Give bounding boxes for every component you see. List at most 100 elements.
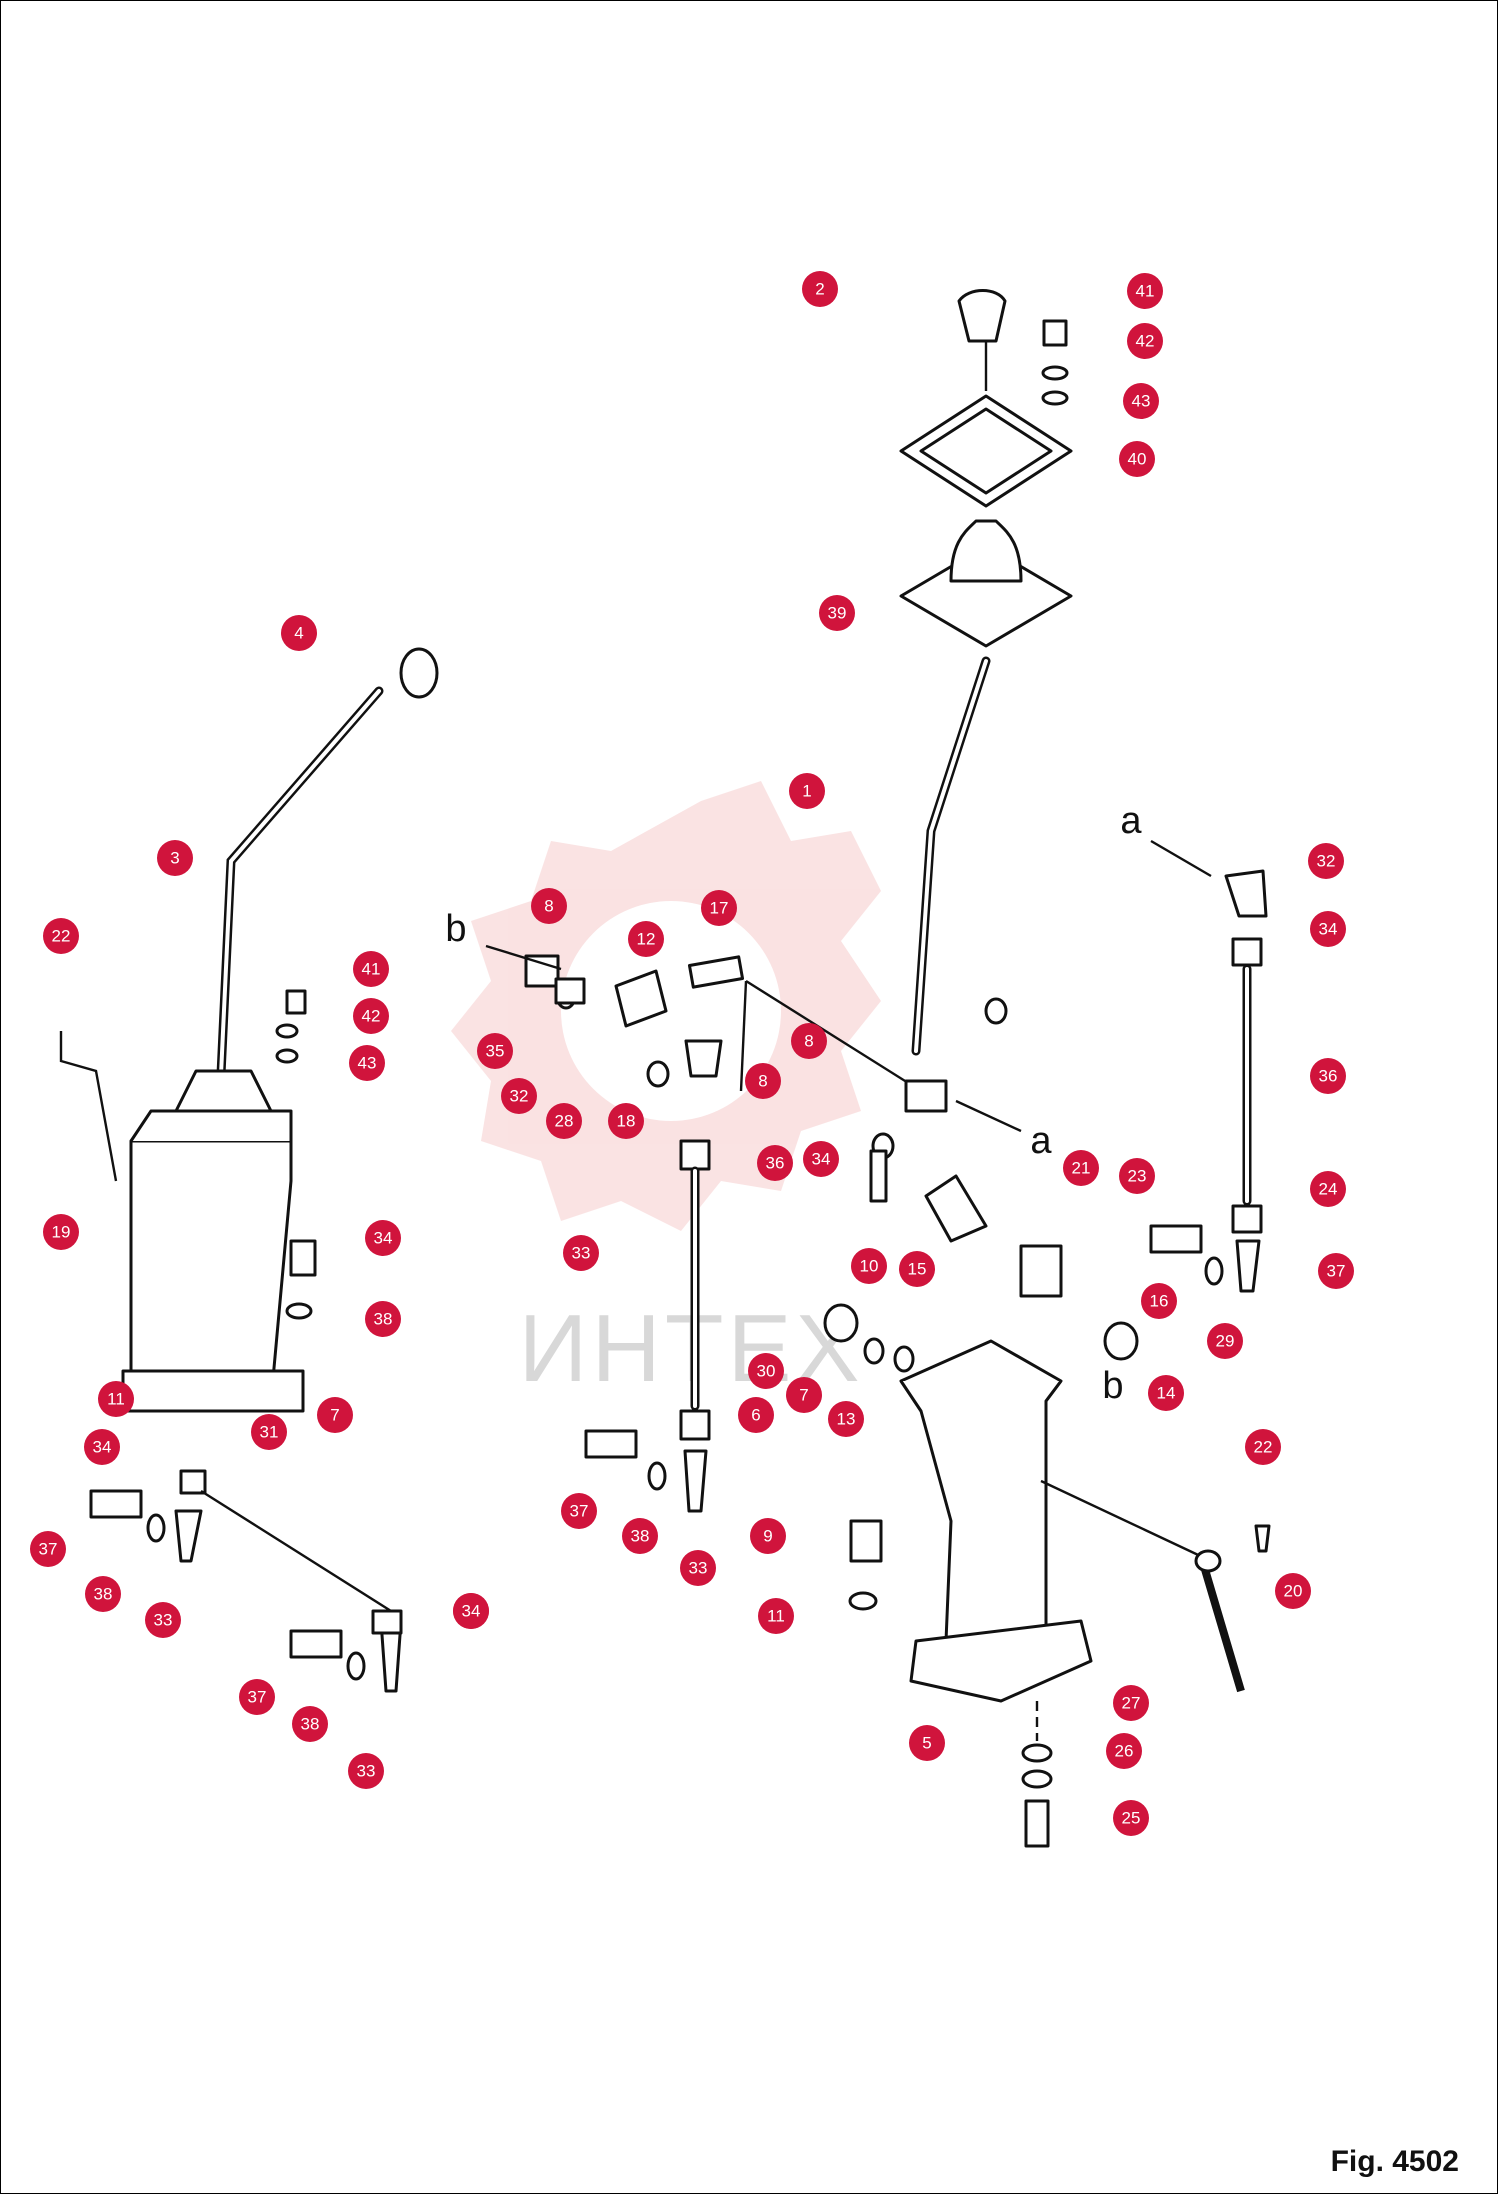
callout-13: 13 [828,1401,864,1437]
callout-number: 7 [799,1386,808,1405]
bellcrank-15-icon [924,1174,988,1243]
callout-34: 34 [453,1593,489,1629]
callout-number: 34 [1319,920,1338,939]
callout-circle [292,1706,328,1742]
callout-circle [1119,441,1155,477]
callout-24: 24 [1310,1171,1346,1207]
callout-number: 23 [1128,1167,1147,1186]
callout-15: 15 [899,1251,935,1287]
callout-circle [748,1353,784,1389]
callout-circle [786,1377,822,1413]
callout-7: 7 [786,1377,822,1413]
callout-34: 34 [365,1220,401,1256]
callout-circle [828,1401,864,1437]
callout-circle [1113,1800,1149,1836]
callout-number: 27 [1122,1694,1141,1713]
left-tower-body-icon [129,1139,293,1403]
callout-22: 22 [43,918,79,954]
callout-34: 34 [84,1429,120,1465]
callout-34: 34 [1310,911,1346,947]
bolt-9-icon [849,1519,883,1563]
callout-number: 7 [330,1406,339,1425]
callout-number: 33 [154,1611,173,1630]
callout-circle [1106,1733,1142,1769]
callout-22: 22 [1245,1429,1281,1465]
callout-circle [1148,1375,1184,1411]
bolt-37-center-icon [584,1429,638,1459]
callout-number: 38 [94,1585,113,1604]
callout-1: 1 [789,773,825,809]
callout-37: 37 [561,1493,597,1529]
callout-number: 31 [260,1423,279,1442]
callout-11: 11 [98,1381,134,1417]
ref-letter-a-center: a [1030,1120,1052,1162]
callout-circle [909,1725,945,1761]
callout-37: 37 [30,1531,66,1567]
callout-number: 39 [828,604,847,623]
callout-circle [1207,1323,1243,1359]
callout-circle [738,1397,774,1433]
callout-number: 38 [374,1310,393,1329]
callout-28: 28 [546,1103,582,1139]
callout-number: 8 [544,897,553,916]
callout-number: 4 [294,624,303,643]
callout-circle [30,1531,66,1567]
right-tower-base-plate-icon [909,1619,1093,1703]
callout-number: 18 [617,1112,636,1131]
callout-circle [1245,1429,1281,1465]
callout-number: 32 [1317,852,1336,871]
callout-number: 38 [631,1527,650,1546]
callout-circle [546,1103,582,1139]
callout-circle [349,1045,385,1081]
callout-number: 9 [763,1527,772,1546]
callout-circle [157,840,193,876]
callout-number: 35 [486,1042,505,1061]
callout-number: 22 [1254,1438,1273,1457]
callout-circle [1113,1685,1149,1721]
callout-circle [1127,273,1163,309]
callout-number: 34 [374,1229,393,1248]
callout-number: 34 [812,1150,831,1169]
right-rod-assembly [1149,869,1268,1293]
callout-number: 10 [860,1257,879,1276]
callout-circle [1318,1253,1354,1289]
callout-circle [1310,1171,1346,1207]
callout-circle [757,1145,793,1181]
callout-number: 32 [510,1087,529,1106]
callout-circle [628,921,664,957]
callout-circle [1123,383,1159,419]
lever-32-center-icon [684,1039,723,1078]
callout-number: 14 [1157,1384,1176,1403]
callout-number: 37 [248,1688,267,1707]
callout-circle [43,1214,79,1250]
callout-number: 29 [1216,1332,1235,1351]
callout-circle [791,1023,827,1059]
callout-number: 36 [1319,1067,1338,1086]
callout-3: 3 [157,840,193,876]
callout-number: 20 [1284,1582,1303,1601]
callout-35: 35 [477,1033,513,1069]
left-tower-base-plate-icon [121,1369,305,1413]
callout-32: 32 [501,1078,537,1114]
callout-circle [251,1414,287,1450]
bushing-7-left-icon [823,1303,859,1343]
callout-number: 13 [837,1410,856,1429]
left-bolt-icon [289,1239,317,1277]
callout-8: 8 [791,1023,827,1059]
callout-29: 29 [1207,1323,1243,1359]
callout-circle [317,1397,353,1433]
left-lever-knob-icon [399,647,439,699]
callout-circle [85,1576,121,1612]
callout-37: 37 [1318,1253,1354,1289]
callout-23: 23 [1119,1158,1155,1194]
callout-circle [145,1602,181,1638]
callout-33: 33 [348,1753,384,1789]
callout-number: 19 [52,1223,71,1242]
callout-circle [851,1248,887,1284]
callout-19: 19 [43,1214,79,1250]
callout-circle [84,1429,120,1465]
callout-41: 41 [1127,273,1163,309]
callout-number: 22 [52,927,71,946]
callout-circle [680,1550,716,1586]
